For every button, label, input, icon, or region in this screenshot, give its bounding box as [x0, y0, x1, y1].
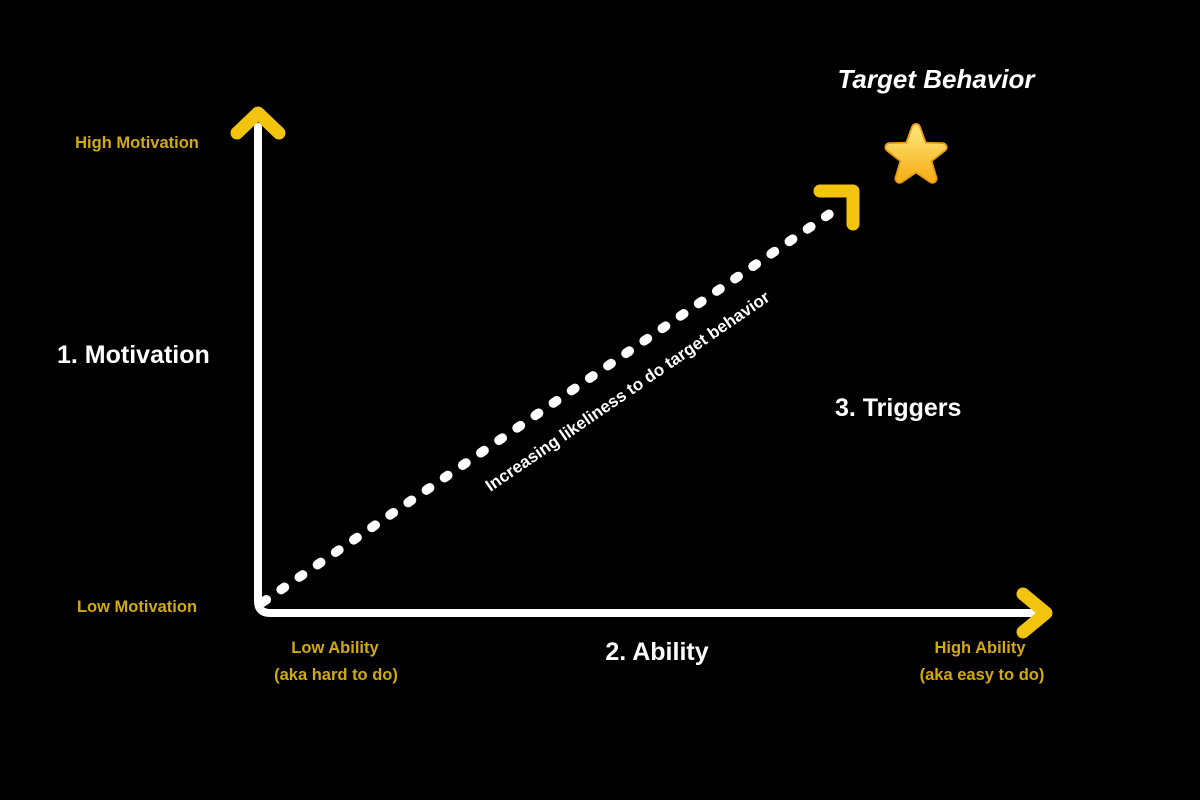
xy-axes-line — [254, 123, 1036, 617]
target-behavior-title: Target Behavior — [837, 64, 1035, 94]
star-icon — [884, 123, 948, 184]
diagonal-arrowhead-icon — [813, 184, 860, 231]
x-axis-arrowhead-icon — [1016, 587, 1053, 639]
high-ability-sublabel: (aka easy to do) — [919, 666, 1045, 684]
low-motivation-label: Low Motivation — [76, 598, 198, 616]
high-ability-label: High Ability — [934, 639, 1026, 657]
dotted-action-line — [258, 201, 846, 607]
low-ability-sublabel: (aka hard to do) — [274, 666, 398, 684]
ability-section-label: 2. Ability — [605, 638, 709, 666]
motivation-section-label: 1. Motivation — [57, 341, 210, 369]
high-motivation-label: High Motivation — [75, 134, 199, 152]
low-ability-label: Low Ability — [291, 639, 379, 657]
triggers-section-label: 3. Triggers — [835, 394, 962, 422]
y-axis-arrowhead-icon — [230, 106, 286, 140]
